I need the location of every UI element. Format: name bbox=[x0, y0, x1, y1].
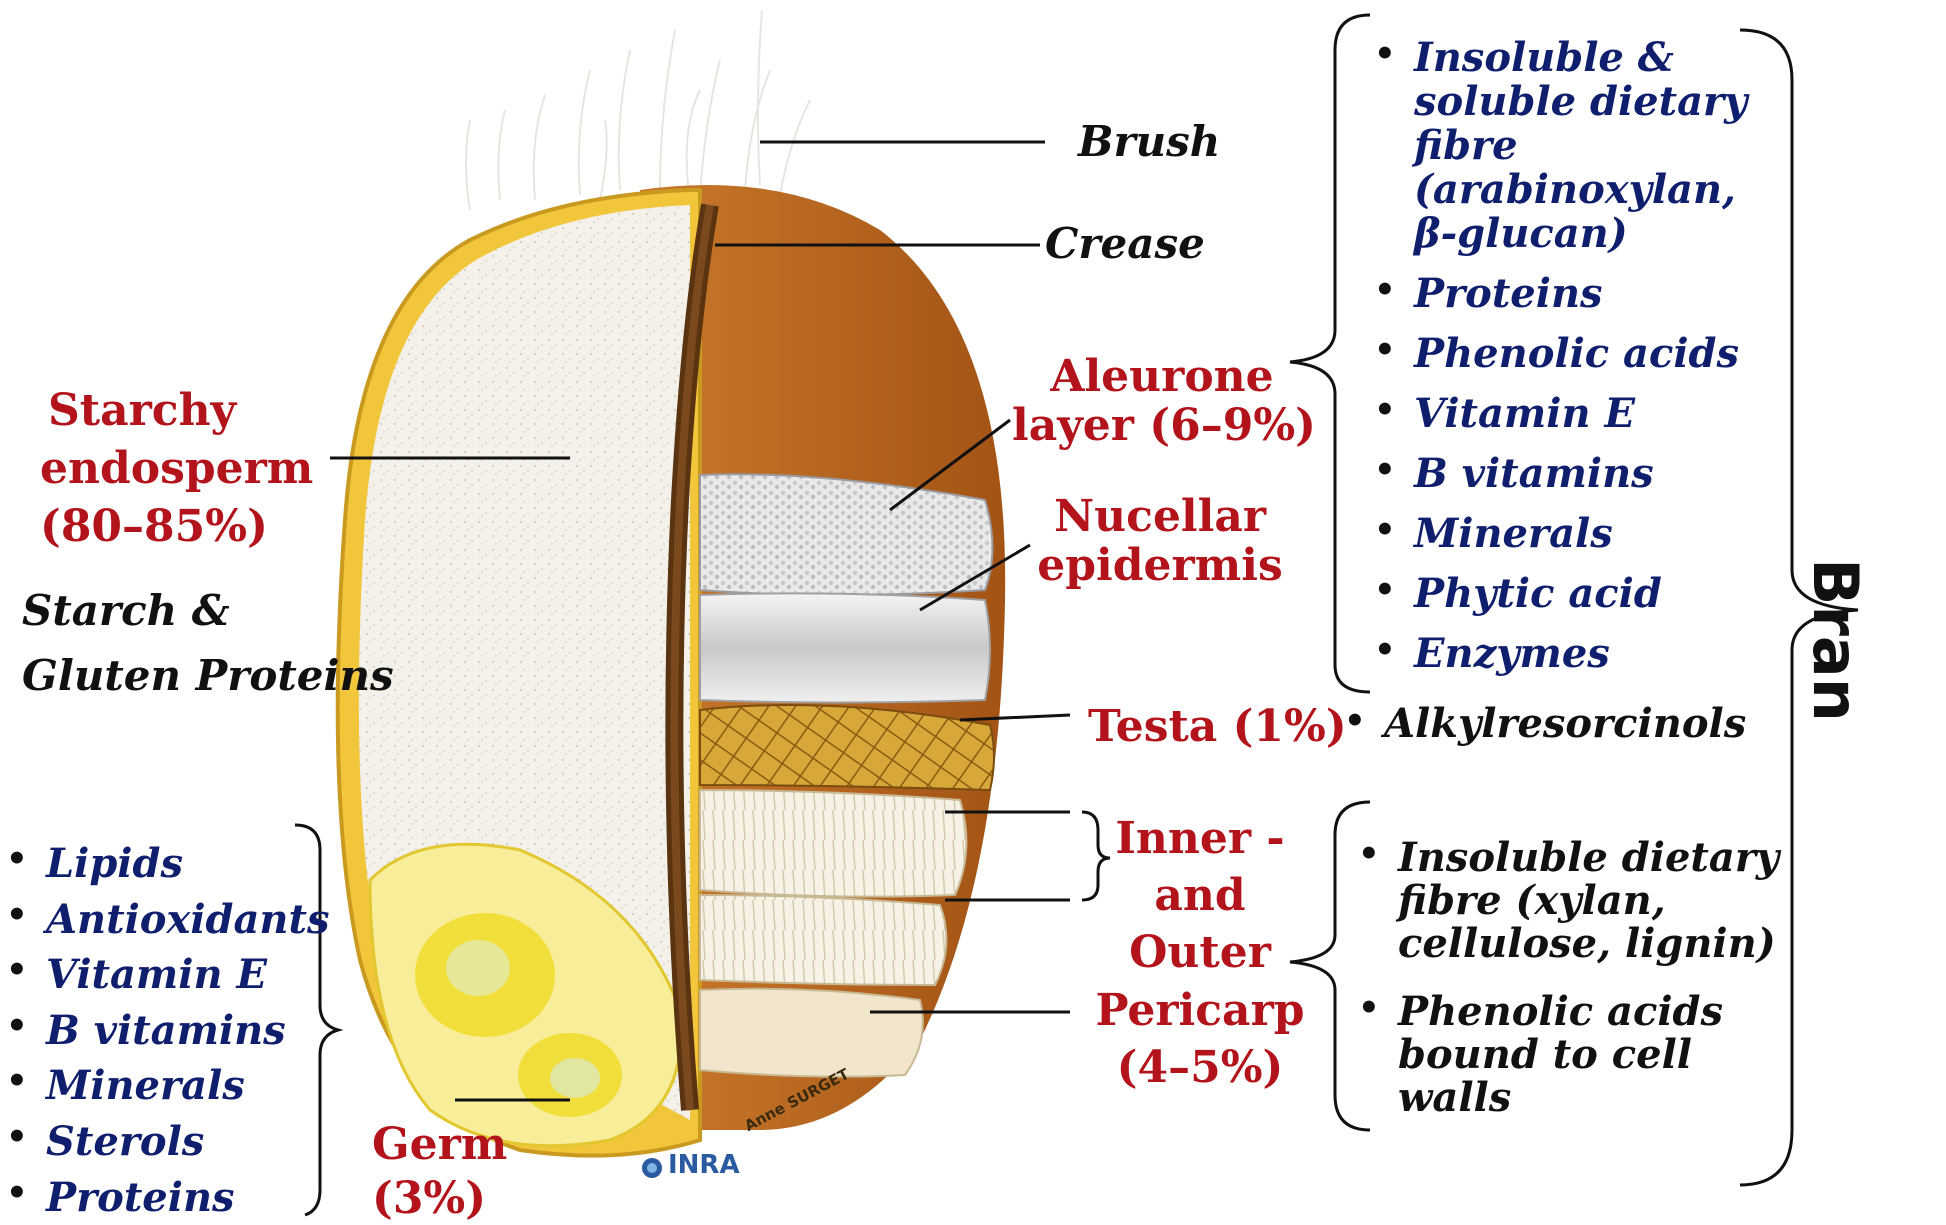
aleurone-component-list: Insoluble & soluble dietary fibre (arabi… bbox=[1368, 36, 1747, 676]
list-item: B vitamins bbox=[1368, 452, 1747, 496]
starchy-endosperm-label: Starchy endosperm (80–85%) bbox=[40, 382, 313, 556]
pericarp-component-list: Insoluble dietary fibre (xylan, cellulos… bbox=[1352, 836, 1779, 1119]
list-item: Phenolic acids bound to cell walls bbox=[1352, 990, 1779, 1120]
testa-label: Testa (1%) bbox=[1088, 702, 1347, 751]
list-item: Proteins bbox=[1368, 272, 1747, 316]
crease-label: Crease bbox=[1045, 220, 1205, 267]
list-item: Minerals bbox=[0, 1058, 329, 1114]
list-item: Antioxidants bbox=[0, 892, 329, 948]
germ-label: Germ (3%) bbox=[372, 1118, 507, 1225]
list-item: Vitamin E bbox=[0, 947, 329, 1003]
starch-gluten-label: Starch & Gluten Proteins bbox=[22, 578, 394, 708]
list-item: Enzymes bbox=[1368, 632, 1747, 676]
brush-hairs bbox=[466, 10, 810, 210]
list-item: Alkylresorcinols bbox=[1338, 702, 1746, 747]
brush-label: Brush bbox=[1078, 118, 1220, 165]
aleurone-label: Aleurone layer (6–9%) bbox=[1012, 352, 1312, 451]
list-item: Minerals bbox=[1368, 512, 1747, 556]
testa-band bbox=[700, 705, 994, 790]
list-item: Lipids bbox=[0, 836, 329, 892]
pericarp-label: Inner - and Outer Pericarp (4–5%) bbox=[1080, 810, 1320, 1096]
list-item: Sterols bbox=[0, 1114, 329, 1170]
inra-credit: INRA bbox=[668, 1151, 740, 1180]
inner-pericarp-band bbox=[700, 790, 966, 897]
list-item: Insoluble dietary fibre (xylan, cellulos… bbox=[1352, 836, 1779, 966]
bran-label: Bran bbox=[1795, 540, 1875, 740]
list-item: Insoluble & soluble dietary fibre (arabi… bbox=[1368, 36, 1747, 256]
list-item: B vitamins bbox=[0, 1003, 329, 1059]
nucellar-band bbox=[700, 593, 990, 702]
nucellar-label: Nucellar epidermis bbox=[1035, 492, 1285, 591]
list-item: Proteins bbox=[0, 1170, 329, 1225]
list-item: Phytic acid bbox=[1368, 572, 1747, 616]
testa-component-list: Alkylresorcinols bbox=[1338, 702, 1746, 747]
list-item: Phenolic acids bbox=[1368, 332, 1747, 376]
inra-logo bbox=[642, 1158, 662, 1178]
list-item: Vitamin E bbox=[1368, 392, 1747, 436]
germ-component-list: Lipids Antioxidants Vitamin E B vitamins… bbox=[0, 836, 329, 1225]
outer-pericarp-band bbox=[700, 895, 946, 985]
